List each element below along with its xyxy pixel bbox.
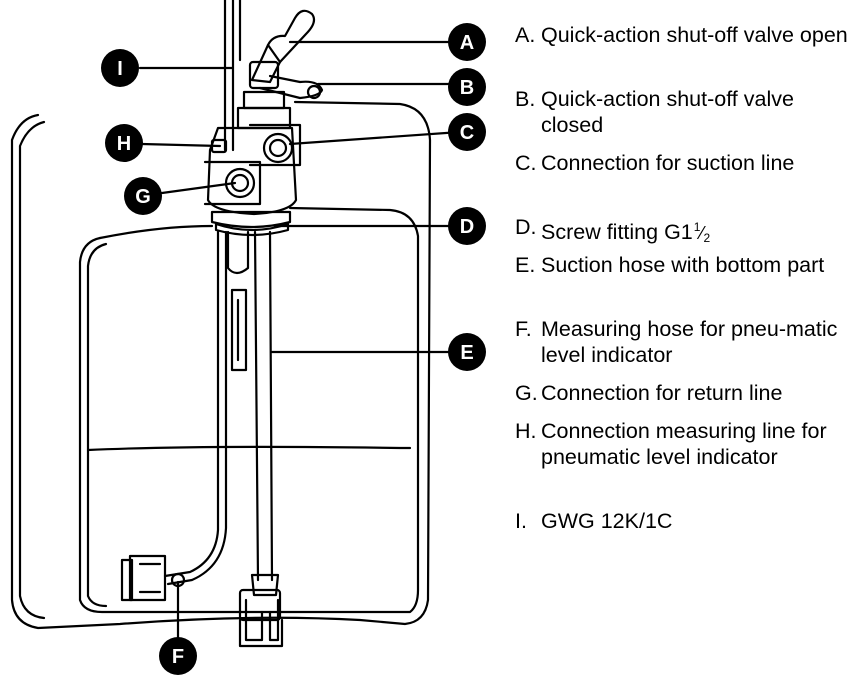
legend-text: Suction hose with bottom part (541, 253, 825, 277)
legend-item-b: B. Quick-action shut-off valve closed (515, 86, 860, 138)
legend-text: Measuring hose for pneu-matic level indi… (541, 317, 838, 367)
legend-letter: D. (515, 215, 537, 239)
legend-letter: I. (515, 509, 527, 533)
foot-valve (238, 588, 282, 622)
legend-list: A. Quick-action shut-off valve open B. Q… (515, 22, 860, 534)
callout-b-label: B (460, 77, 474, 99)
callout-b: B (448, 68, 486, 106)
legend-text: Connection for suction line (541, 151, 795, 175)
callout-g-label: G (135, 186, 151, 208)
screw-fitting (210, 210, 292, 229)
legend-text: Quick-action shut-off valve open (541, 23, 848, 47)
callout-e-label: E (460, 342, 473, 364)
gauge-rod (223, 0, 235, 152)
legend-letter: E. (515, 253, 536, 277)
tank-outer (10, 100, 432, 630)
legend-item-d: D. Screw fitting G11⁄2 (515, 214, 860, 245)
legend-item-h: H. Connection measuring line for pneumat… (515, 418, 860, 496)
callout-c: C (448, 113, 486, 151)
port-return (203, 160, 262, 206)
callout-a-label: A (460, 32, 474, 54)
tank-outer-inner-edge (18, 120, 46, 620)
valve-body (206, 126, 298, 216)
tank-inner-edge (86, 242, 108, 608)
valve-stem (248, 60, 280, 90)
tank-diagram: I A B H C G D E F (10, 0, 486, 675)
callout-h-label: H (117, 133, 131, 155)
legend-letter: A. (515, 23, 536, 47)
legend-text: Quick-action shut-off valve closed (541, 87, 794, 137)
valve-handle-closed (258, 74, 324, 100)
legend-text: GWG 12K/1C (541, 509, 673, 533)
legend-letter: H. (515, 419, 537, 443)
valve-handle-open (250, 9, 316, 84)
fraction-denominator: 2 (703, 231, 711, 245)
fraction-numerator: 1 (693, 220, 701, 234)
callout-i: I (101, 49, 139, 87)
legend-letter: G. (515, 381, 538, 405)
legend-letter: C. (515, 151, 537, 175)
callout-h: H (105, 124, 143, 162)
legend-text: Connection for return line (541, 381, 783, 405)
callout-g: G (124, 177, 162, 215)
callout-e: E (448, 333, 486, 371)
suction-pipe (253, 230, 274, 582)
callout-d-label: D (460, 216, 474, 238)
callout-c-label: C (460, 122, 474, 144)
port-suction (248, 123, 302, 167)
callout-a: A (448, 23, 486, 61)
legend-item-a: A. Quick-action shut-off valve open (515, 22, 860, 74)
legend-text: Screw fitting G1 (541, 220, 693, 244)
legend-letter: F. (515, 317, 532, 341)
fraction-slash: ⁄ (700, 223, 704, 243)
callout-i-label: I (117, 58, 123, 80)
legend-item-f: F. Measuring hose for pneu-matic level i… (515, 316, 860, 368)
probe-connector (128, 554, 167, 602)
legend-text: Connection measuring line for pneumatic … (541, 419, 827, 469)
legend-item-g: G. Connection for return line (515, 380, 860, 406)
callout-f: F (159, 637, 197, 675)
callout-d: D (448, 207, 486, 245)
tank-inner (78, 206, 420, 614)
legend-item-i: I. GWG 12K/1C (515, 508, 860, 534)
callout-f-label: F (172, 646, 184, 668)
legend-item-e: E. Suction hose with bottom part (515, 252, 860, 304)
legend-letter: B. (515, 87, 536, 111)
legend-item-c: C. Connection for suction line (515, 150, 860, 202)
measuring-hose (163, 230, 220, 578)
